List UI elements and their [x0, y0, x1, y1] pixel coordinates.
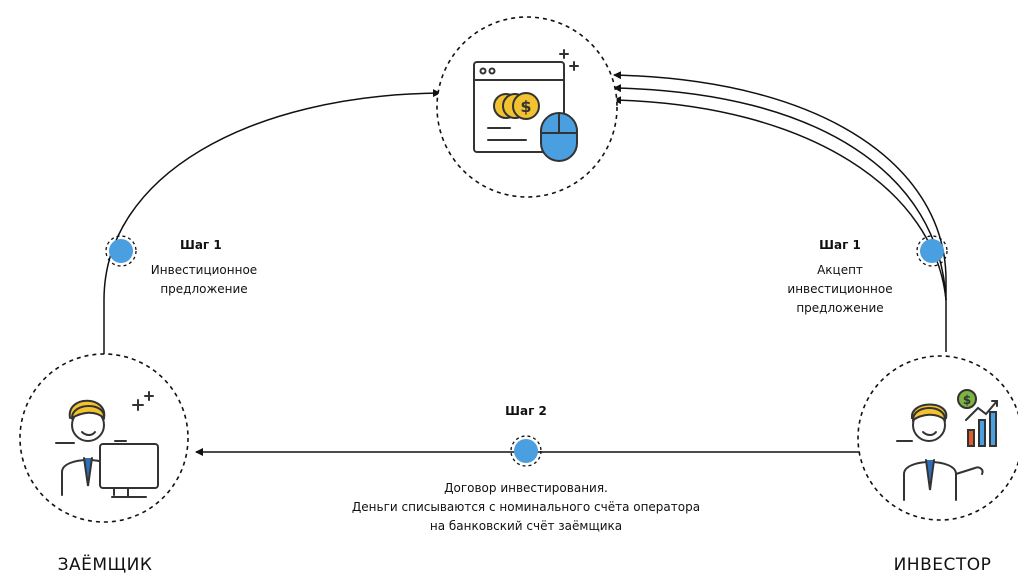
borrower-circle — [19, 353, 189, 523]
svg-text:$: $ — [520, 97, 531, 116]
borrower-role-label: ЗАЁМЩИК — [57, 555, 153, 575]
investor-step-line3: предложение — [796, 301, 884, 315]
man-with-growth-chart-icon: $ — [896, 389, 998, 501]
borrower-step-line2: предложение — [160, 282, 248, 296]
contract-step-title: Шаг 2 — [505, 404, 547, 418]
investor-step-line1: Акцепт — [817, 263, 863, 277]
investor-step-title: Шаг 1 — [819, 238, 861, 252]
investor-step-dot — [916, 235, 948, 267]
contract-step-dot — [510, 435, 542, 467]
borrower-to-platform-arrow — [103, 89, 441, 355]
svg-text:$: $ — [963, 393, 971, 407]
browser-coins-mouse-icon: $ — [473, 49, 579, 162]
contract-step-line3: на банковский счёт заёмщика — [429, 519, 623, 533]
contract-step-line1: Договор инвестирования. — [444, 481, 608, 495]
investor-role-label: ИНВЕСТОР — [893, 555, 992, 575]
contract-step-line2: Деньги списываются с номинального счёта … — [351, 500, 701, 514]
borrower-step-dot — [105, 235, 137, 267]
investor-step-line2: инвестиционное — [787, 282, 893, 296]
man-at-computer-icon — [55, 391, 159, 498]
borrower-step-line1: Инвестиционное — [150, 263, 258, 277]
borrower-step-title: Шаг 1 — [180, 238, 222, 252]
